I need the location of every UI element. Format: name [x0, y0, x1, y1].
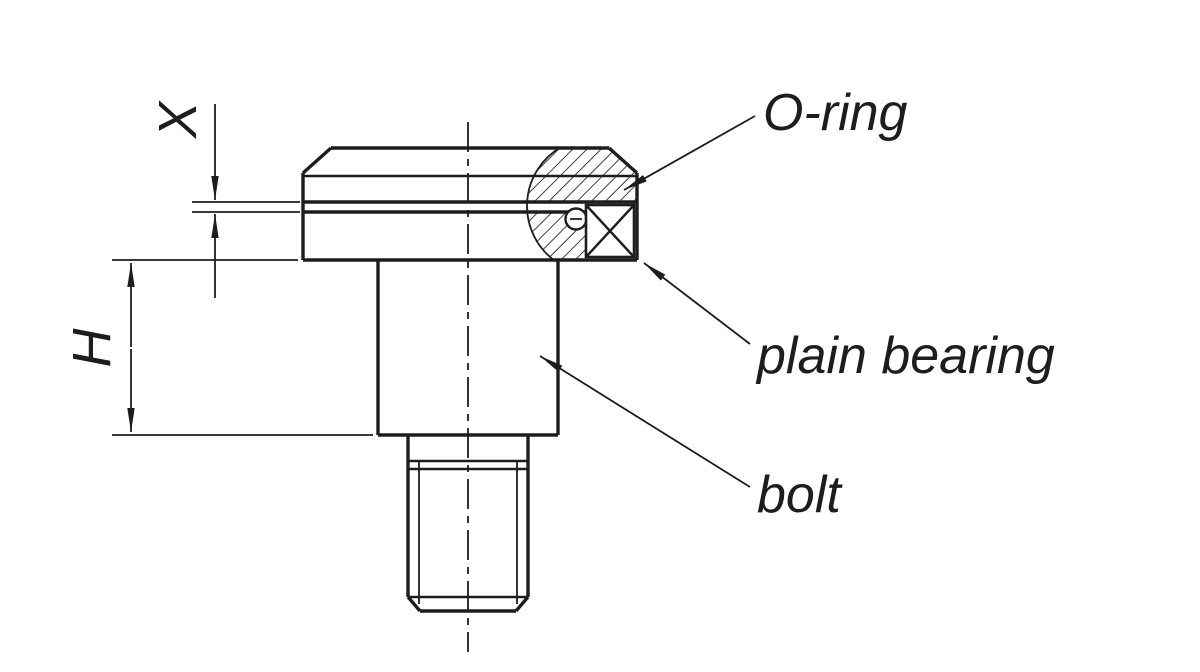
dimension-h: H — [62, 259, 373, 436]
plain-bearing-cross-section — [584, 203, 636, 259]
bolt-thread-outline — [406, 435, 530, 613]
plain-bearing-label: plain bearing — [755, 327, 1055, 385]
dimension-x: X — [148, 100, 300, 298]
dimension-h-label: H — [62, 328, 122, 368]
flange-outline — [301, 146, 639, 262]
leader-plain-bearing: plain bearing — [643, 262, 1055, 385]
o-ring-label: O-ring — [763, 84, 908, 142]
o-ring-cross-section — [564, 207, 588, 231]
leader-bolt: bolt — [539, 355, 843, 524]
leader-o-ring: O-ring — [623, 84, 908, 191]
dimension-x-label: X — [148, 100, 208, 140]
bolt-label: bolt — [757, 466, 843, 524]
breakout-section-arc — [526, 147, 560, 261]
